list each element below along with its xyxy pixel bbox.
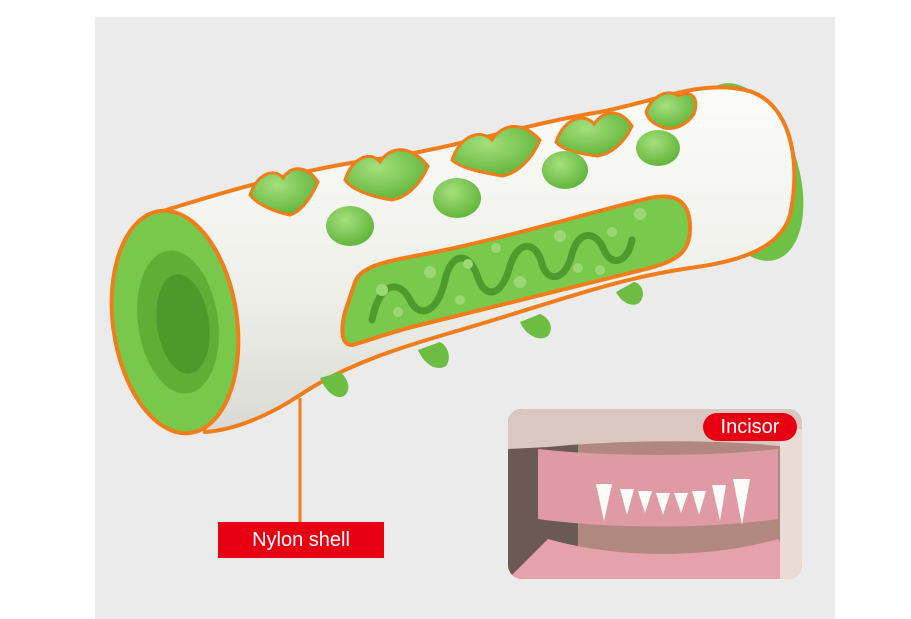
toy-wave-groove — [368, 232, 636, 324]
toy-window-dots — [376, 208, 646, 317]
toy-bottom-spikes — [320, 282, 643, 398]
incisor-label: Incisor — [703, 413, 797, 441]
toy-front-cap — [109, 208, 241, 436]
nylon-shell-label: Nylon shell — [218, 522, 384, 558]
toy-nubs — [326, 130, 680, 246]
toy-top-spikes — [248, 91, 698, 217]
